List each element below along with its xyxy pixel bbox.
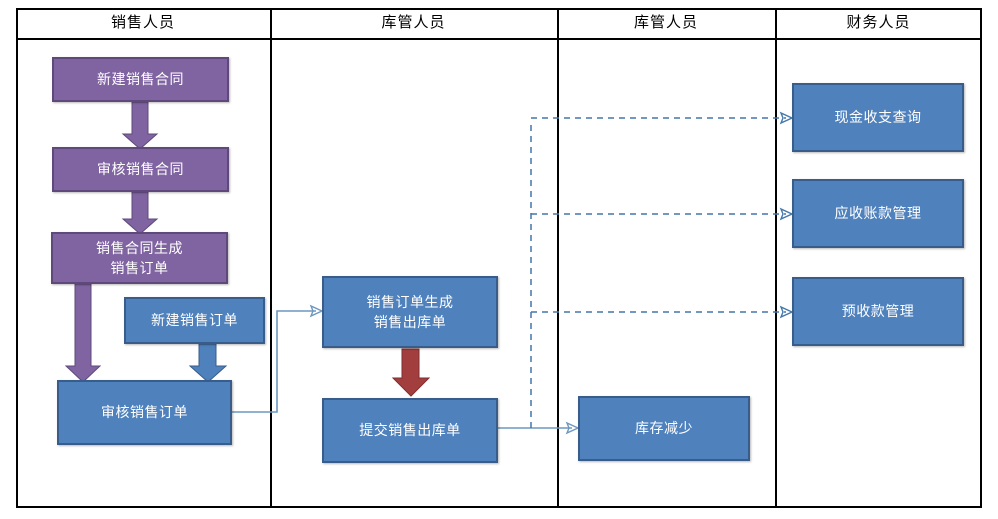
node-label: 库存减少 <box>635 420 693 437</box>
lane-header-sales: 销售人员 <box>110 14 175 31</box>
node-label: 提交销售出库单 <box>359 422 461 439</box>
node-label: 新建销售订单 <box>151 312 238 329</box>
node-label: 应收账款管理 <box>834 205 922 222</box>
node-new-sales-contract[interactable]: 新建销售合同 <box>52 57 229 102</box>
node-submit-outbound[interactable]: 提交销售出库单 <box>322 398 498 463</box>
node-contract-to-order[interactable]: 销售合同生成 销售订单 <box>51 232 228 284</box>
node-cash-inout-query[interactable]: 现金收支查询 <box>792 83 964 152</box>
lane-divider-3 <box>775 8 777 508</box>
node-stock-decrease[interactable]: 库存减少 <box>578 396 750 461</box>
lane-header-finance: 财务人员 <box>846 14 911 31</box>
node-label: 销售合同生成 销售订单 <box>96 239 183 276</box>
lane-divider-2 <box>557 8 559 508</box>
node-advance-receipt-mgmt[interactable]: 预收款管理 <box>792 277 964 346</box>
lane-header-rule <box>16 38 982 40</box>
node-receivable-mgmt[interactable]: 应收账款管理 <box>792 179 964 248</box>
lane-header-warehouse2: 库管人员 <box>633 14 698 31</box>
node-label: 新建销售合同 <box>97 71 184 88</box>
node-label: 审核销售合同 <box>97 161 184 178</box>
node-label: 现金收支查询 <box>834 109 922 126</box>
node-label: 预收款管理 <box>841 303 915 320</box>
node-audit-sales-contract[interactable]: 审核销售合同 <box>52 147 229 192</box>
node-label: 审核销售订单 <box>101 404 188 421</box>
lane-divider-1 <box>270 8 272 508</box>
node-label: 销售订单生成 销售出库单 <box>366 293 454 330</box>
node-audit-sales-order[interactable]: 审核销售订单 <box>57 380 232 445</box>
node-new-sales-order[interactable]: 新建销售订单 <box>124 297 265 344</box>
lane-header-warehouse1: 库管人员 <box>381 14 446 31</box>
node-order-to-outbound[interactable]: 销售订单生成 销售出库单 <box>322 276 498 348</box>
